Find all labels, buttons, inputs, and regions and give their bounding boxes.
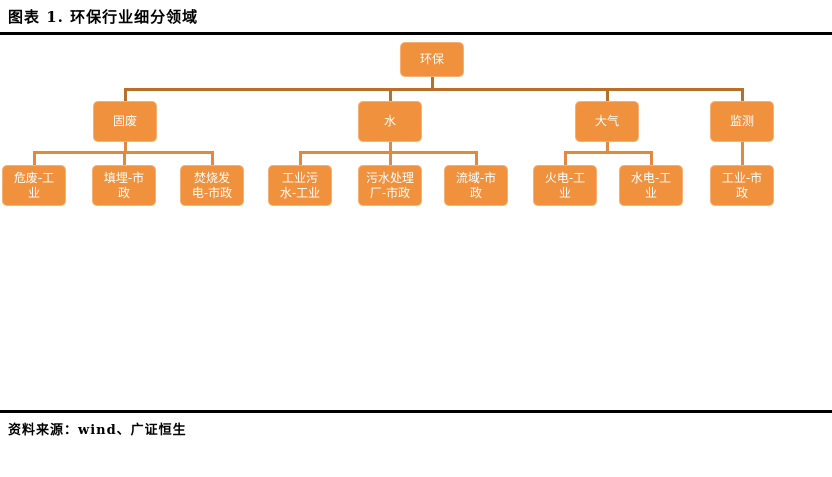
connector-water-hline [298, 151, 478, 154]
node-thermal-power-industrial: 火电-工业 [533, 165, 597, 206]
node-water: 水 [358, 101, 422, 142]
industry-tree-diagram: 环保 固废 水 大气 监测 危废-工业 填埋-市政 焚烧发电-市政 工业污水-工… [2, 42, 774, 206]
connector-drop-wwtp [388, 153, 392, 165]
connector-monitoring-stub [740, 141, 744, 165]
connector-atmosphere-hline [563, 151, 653, 154]
connector-drop-industrial-wastewater [298, 153, 302, 165]
node-incineration-power-municipal: 焚烧发电-市政 [180, 165, 244, 206]
node-landfill-municipal: 填埋-市政 [92, 165, 156, 206]
figure-source: 资料来源：wind、广证恒生 [8, 423, 187, 438]
node-solid-waste: 固废 [93, 101, 157, 142]
node-hydropower-industrial: 水电-工业 [619, 165, 683, 206]
connector-solid-waste-stub [123, 141, 127, 153]
connector-level1-hline [123, 88, 744, 91]
node-monitoring: 监测 [710, 101, 774, 142]
bottom-rule [0, 410, 832, 413]
connector-drop-incineration [210, 153, 214, 165]
top-rule [0, 32, 832, 35]
connector-solid-waste-hline [32, 151, 214, 154]
connector-water-stub [388, 141, 392, 153]
connector-drop-atmosphere [605, 90, 609, 101]
connector-drop-monitoring [740, 90, 744, 101]
connector-drop-hazardous-waste [32, 153, 36, 165]
connector-root-stub [430, 76, 434, 90]
node-watershed-municipal: 流域-市政 [444, 165, 508, 206]
connector-drop-thermal-power [563, 153, 567, 165]
connector-drop-watershed [474, 153, 478, 165]
node-industrial-wastewater-industrial: 工业污水-工业 [268, 165, 332, 206]
connector-atmosphere-stub [605, 141, 609, 153]
node-environmental-protection-root: 环保 [400, 42, 464, 77]
node-hazardous-waste-industrial: 危废-工业 [2, 165, 66, 206]
figure-title: 图表 1. 环保行业细分领域 [8, 8, 199, 26]
node-wwtp-municipal: 污水处理厂-市政 [358, 165, 422, 206]
node-industrial-municipal: 工业-市政 [710, 165, 774, 206]
connector-drop-solid-waste [123, 90, 127, 101]
connector-drop-landfill [122, 153, 126, 165]
connector-drop-water [388, 90, 392, 101]
node-atmosphere: 大气 [575, 101, 639, 142]
connector-drop-hydropower [649, 153, 653, 165]
